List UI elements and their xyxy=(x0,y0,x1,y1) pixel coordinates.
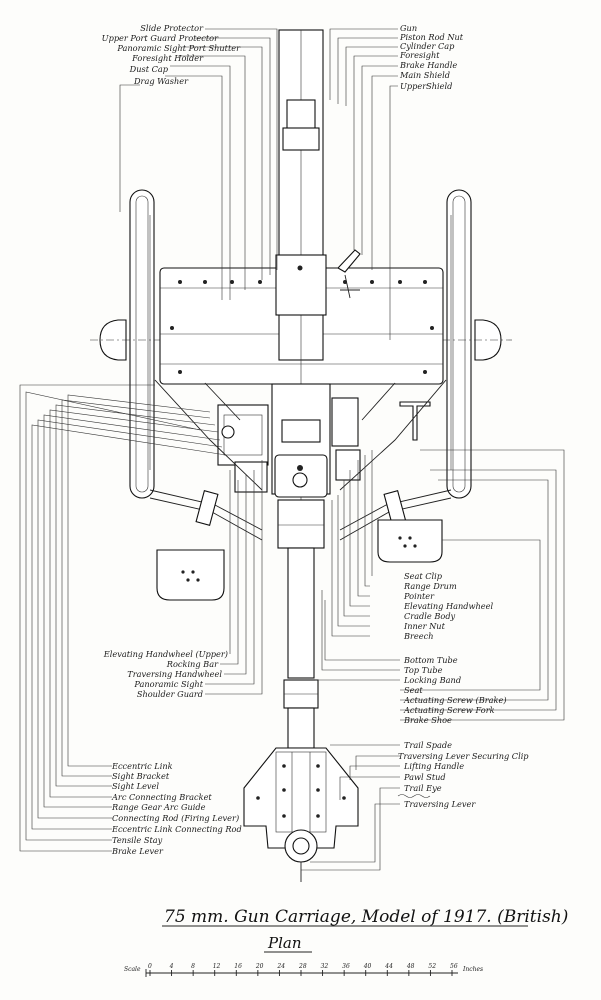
label-cylinder-cap: Cylinder Cap xyxy=(400,41,455,51)
leaders-mid-right xyxy=(331,450,373,637)
traversing-mechanism xyxy=(331,397,361,481)
label-piston-rod-nut: Piston Rod Nut xyxy=(399,32,464,42)
scale-tick-label: 20 xyxy=(255,963,264,970)
label-brake-shoe: Brake Shoe xyxy=(403,715,452,725)
label-foresight-holder: Foresight Holder xyxy=(131,53,204,63)
scale-tick-label: 0 xyxy=(148,963,152,970)
leaders-top-left xyxy=(119,28,278,300)
label-pawl-stud: Pawl Stud xyxy=(403,772,446,782)
labels-bottom-right-group: Trail Spade Traversing Lever Securing Cl… xyxy=(398,740,529,809)
scale-unit: Inches xyxy=(462,966,483,973)
brake-handle xyxy=(337,249,361,273)
scale-tick-label: 12 xyxy=(213,963,221,970)
scale-tick-label: 56 xyxy=(450,963,458,970)
label-drag-washer: Drag Washer xyxy=(133,76,189,86)
left-seat xyxy=(156,549,225,601)
diagram-subtitle: Plan xyxy=(267,934,302,952)
label-arc-connecting-bracket: Arc Connecting Bracket xyxy=(111,792,212,802)
label-panoramic-sight: Panoramic Sight xyxy=(133,679,203,689)
trail xyxy=(277,499,325,749)
right-seat xyxy=(377,519,443,563)
label-eccentric-link: Eccentric Link xyxy=(111,761,173,771)
label-eccentric-link-connecting-rod: Eccentric Link Connecting Rod xyxy=(111,824,242,834)
labels-top-right-group: Gun Piston Rod Nut Cylinder Cap Foresigh… xyxy=(399,23,464,91)
label-lifting-handle: Lifting Handle xyxy=(403,761,464,771)
label-tensile-stay: Tensile Stay xyxy=(112,835,163,845)
label-top-tube: Top Tube xyxy=(404,665,443,675)
labels-lower-right-group: Bottom Tube Top Tube Locking Band Seat A… xyxy=(403,655,507,725)
leaders-mid-left xyxy=(205,460,263,695)
leaders-bottom-right xyxy=(301,744,400,871)
right-wheel xyxy=(446,189,472,499)
label-rocking-bar: Rocking Bar xyxy=(166,659,219,669)
label-brake-lever: Brake Lever xyxy=(111,846,164,856)
label-traversing-lever-securing-clip: Traversing Lever Securing Clip xyxy=(398,751,529,761)
label-elevating-handwheel-upper: Elevating Handwheel (Upper) xyxy=(103,649,228,659)
elevating-mechanism xyxy=(217,404,269,493)
label-foresight: Foresight xyxy=(399,50,440,60)
label-seat: Seat xyxy=(404,685,423,695)
leaders-bottom-left xyxy=(19,384,227,852)
label-slide-protector: Slide Protector xyxy=(140,23,204,33)
label-upper-shield: UpperShield xyxy=(400,81,452,91)
label-actuating-screw-brake: Actuating Screw (Brake) xyxy=(403,695,507,705)
label-locking-band: Locking Band xyxy=(403,675,461,685)
label-trail-spade: Trail Spade xyxy=(404,740,452,750)
label-panoramic-sight-port-shutter: Panoramic Sight Port Shutter xyxy=(116,43,241,53)
label-brake-handle: Brake Handle xyxy=(399,60,457,70)
label-dust-cap: Dust Cap xyxy=(129,64,169,74)
label-sight-level: Sight Level xyxy=(112,781,159,791)
traversing-handle xyxy=(399,401,431,441)
cradle xyxy=(271,383,331,498)
label-gun: Gun xyxy=(400,23,417,33)
label-elevating-handwheel: Elevating Handwheel xyxy=(403,601,493,611)
label-cradle-body: Cradle Body xyxy=(404,611,456,621)
leaders-top-right xyxy=(329,28,398,340)
left-wheel xyxy=(129,189,155,499)
label-range-drum: Range Drum xyxy=(403,581,457,591)
gun-barrel xyxy=(275,29,327,640)
label-actuating-screw-fork: Actuating Screw Fork xyxy=(403,705,495,715)
scale-tick-label: 28 xyxy=(298,963,307,970)
label-pointer: Pointer xyxy=(403,591,435,601)
scale-label: Scale xyxy=(124,966,141,973)
label-inner-nut: Inner Nut xyxy=(403,621,446,631)
labels-mid-left-group: Elevating Handwheel (Upper) Rocking Bar … xyxy=(103,649,228,699)
label-traversing-lever: Traversing Lever xyxy=(404,799,476,809)
label-breech: Breech xyxy=(403,631,433,641)
scale-tick-label: 16 xyxy=(234,963,242,970)
label-upper-port-guard-protector: Upper Port Guard Protector xyxy=(102,33,219,43)
scale-tick-label: 52 xyxy=(428,963,436,970)
label-sight-bracket: Sight Bracket xyxy=(112,771,170,781)
diagram-title: 75 mm. Gun Carriage, Model of 1917. (Bri… xyxy=(164,907,568,927)
labels-top-left-group: Slide Protector Upper Port Guard Protect… xyxy=(102,23,241,86)
scale-tick-label: 48 xyxy=(406,963,415,970)
scale-tick-label: 8 xyxy=(191,963,195,970)
labels-mid-right-group: Seat Clip Range Drum Pointer Elevating H… xyxy=(403,571,493,641)
label-bottom-tube: Bottom Tube xyxy=(403,655,458,665)
label-range-gear-arc-guide: Range Gear Arc Guide xyxy=(111,802,206,812)
label-shoulder-guard: Shoulder Guard xyxy=(137,689,203,699)
scale-tick-label: 32 xyxy=(321,963,329,970)
label-trail-eye: Trail Eye xyxy=(404,783,442,793)
scale-tick-label: 24 xyxy=(276,963,285,970)
scale-tick-label: 44 xyxy=(384,963,393,970)
leaders-lower-right xyxy=(315,449,565,721)
label-seat-clip: Seat Clip xyxy=(404,571,443,581)
labels-bottom-left-group: Eccentric Link Sight Bracket Sight Level… xyxy=(111,761,242,856)
scale-tick-label: 40 xyxy=(363,963,372,970)
label-connecting-rod-firing-lever: Connecting Rod (Firing Lever) xyxy=(112,813,239,823)
label-traversing-handwheel: Traversing Handwheel xyxy=(127,669,222,679)
label-main-shield: Main Shield xyxy=(399,70,450,80)
scale-tick-label: 36 xyxy=(342,963,350,970)
trail-spade xyxy=(243,747,359,849)
scale-tick-label: 4 xyxy=(169,963,174,970)
